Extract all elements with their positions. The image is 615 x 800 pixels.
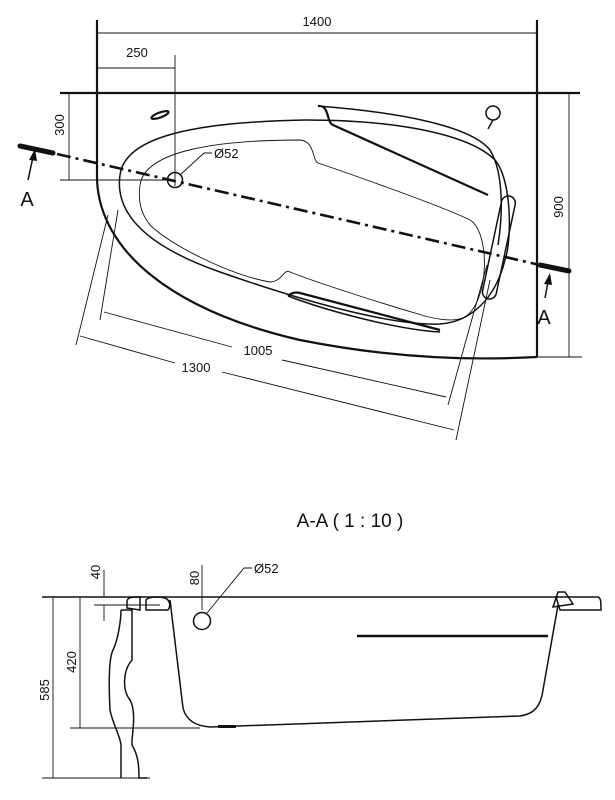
section-drain-diameter-label: Ø52 [254, 561, 279, 576]
armrest-top [317, 104, 489, 197]
tub-rim-outline [118, 119, 511, 325]
support-leg [108, 609, 147, 779]
bottom-drain-outlet [218, 725, 236, 728]
armrest-bottom-lower [287, 295, 441, 333]
section-title: A-A ( 1 : 10 ) [297, 511, 404, 532]
tub-outer-outline [95, 179, 538, 360]
dim-drain-offset-y: 300 [52, 114, 67, 136]
overflow-slot [150, 110, 170, 120]
dim-inner-depth: 420 [64, 651, 79, 673]
section-line [56, 152, 541, 267]
section-arrow-right-icon [544, 273, 552, 299]
rim-inner-line-top [317, 105, 502, 246]
section-mark-left: A [20, 189, 34, 211]
tub-section-body [169, 599, 559, 728]
right-rim-lip [551, 591, 575, 608]
armrest-bottom [287, 291, 441, 332]
dim-line-1005-b [281, 359, 447, 398]
dim-line-1005-a [103, 311, 233, 348]
section-mark-right: A [537, 307, 551, 329]
dim-outer-length: 1300 [182, 360, 211, 375]
dim-rim-thickness: 40 [88, 565, 103, 579]
drain-diameter-label: Ø52 [214, 146, 239, 161]
dim-line-1300-b [221, 371, 455, 431]
drain-leader [179, 152, 212, 176]
section-drain-circle [192, 611, 212, 631]
dim-line-1300-a [79, 335, 176, 364]
dim-total-depth: 900 [551, 196, 566, 218]
right-rim [554, 596, 602, 611]
ext-line-1300-left [75, 214, 109, 346]
tub-basin-outline [138, 139, 485, 321]
faucet-knob-icon [485, 105, 501, 130]
dim-total-width: 1400 [303, 14, 332, 29]
headrest [481, 195, 517, 300]
plan-view: 1400 250 300 900 1005 1300 Ø52 [17, 14, 582, 441]
section-arrow-left-icon [27, 149, 37, 181]
ext-line-1005-right [447, 264, 488, 406]
left-rim [126, 596, 171, 611]
dim-drain-offset-x: 250 [126, 45, 148, 60]
ext-line-1005-left [99, 209, 119, 321]
section-drain-leader [206, 567, 252, 614]
dim-total-height: 585 [37, 679, 52, 701]
dim-drain-depth: 80 [187, 571, 202, 585]
section-line-end-right [537, 262, 572, 274]
dim-inner-length: 1005 [244, 343, 273, 358]
section-line-end-left [17, 143, 56, 156]
section-view: A-A ( 1 : 10 ) Ø52 80 40 420 585 [37, 511, 602, 779]
ext-line-1300-right [455, 279, 491, 441]
